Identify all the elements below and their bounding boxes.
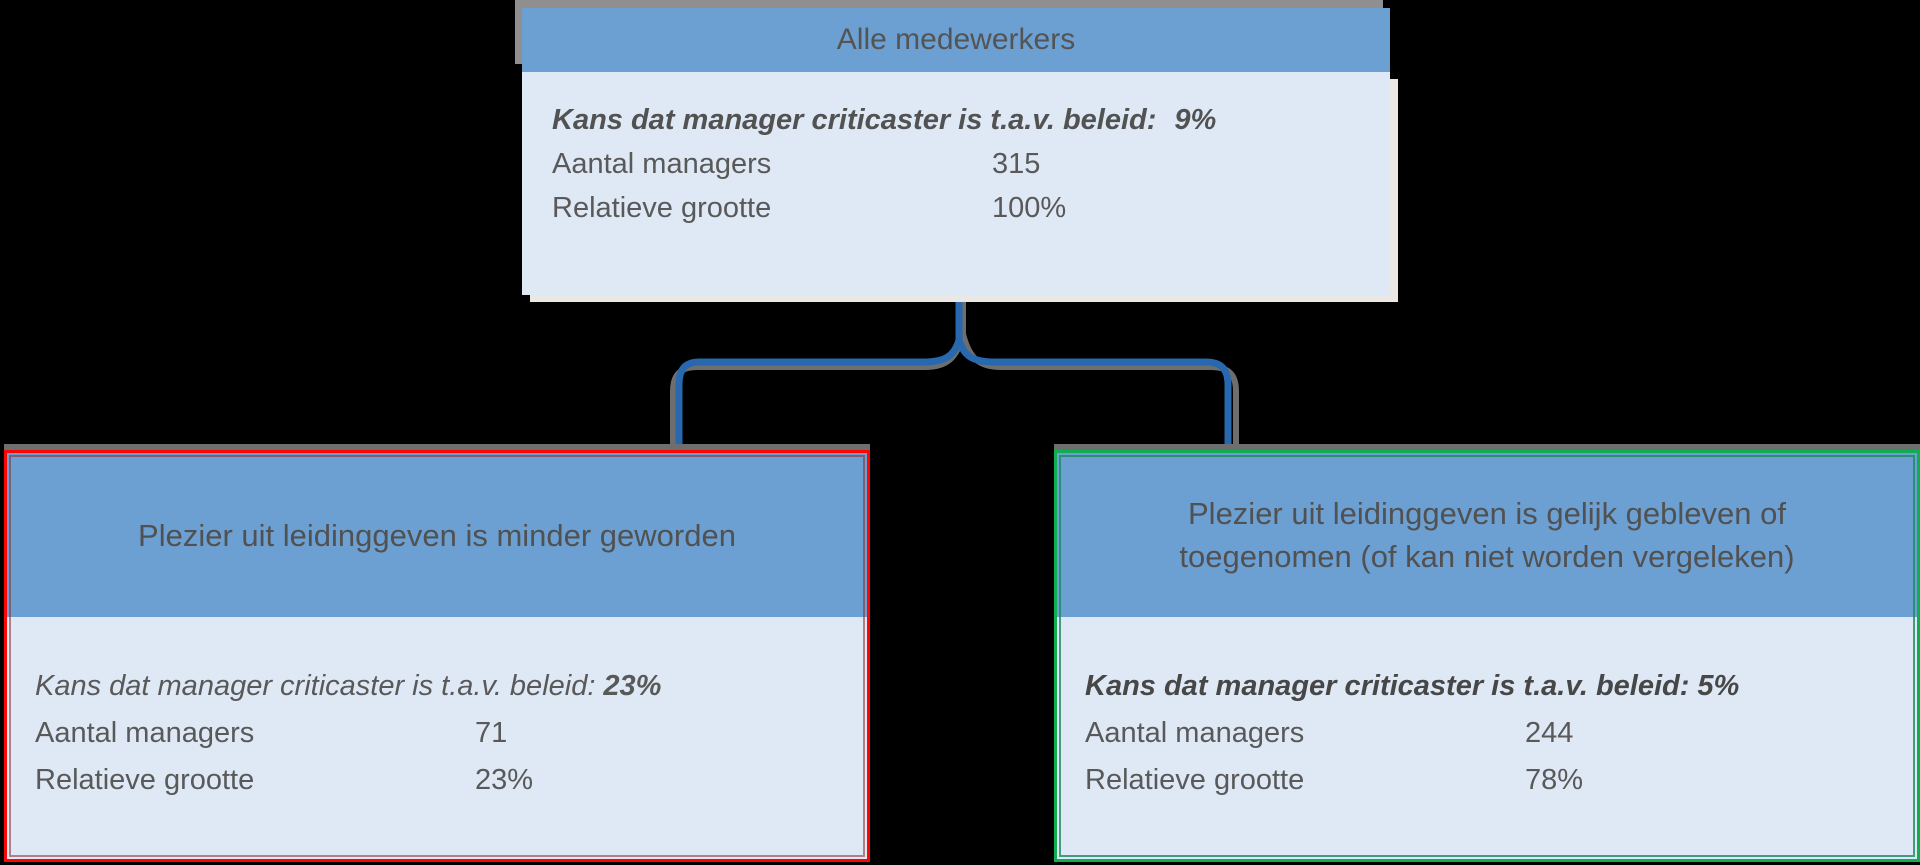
connector-shadow (670, 280, 1239, 452)
node-equal-or-more-pleasure: Plezier uit leidinggeven is gelijk geble… (1054, 450, 1920, 862)
node-all-employees: Alle medewerkers Kans dat manager critic… (522, 8, 1390, 295)
connector-line (675, 286, 1232, 452)
stat-row-managers: Aantal managers 71 (35, 710, 843, 757)
stat-label: Relatieve grootte (35, 764, 255, 796)
probability-label: Kans dat manager criticaster is t.a.v. b… (35, 670, 596, 702)
stat-value: 244 (1525, 717, 1574, 749)
stat-value: 315 (992, 148, 1041, 180)
node-title: Alle medewerkers (836, 23, 1076, 56)
stat-label: Aantal managers (552, 148, 772, 180)
stat-label: Aantal managers (1085, 717, 1305, 749)
stat-row-relative-size: Relatieve grootte 23% (35, 757, 843, 804)
stat-label: Relatieve grootte (1085, 764, 1305, 796)
node-equal-or-more-pleasure-header: Plezier uit leidinggeven is gelijk geble… (1057, 453, 1917, 617)
node-title: Plezier uit leidinggeven is minder gewor… (138, 517, 736, 553)
stat-label: Aantal managers (35, 717, 255, 749)
probability-value: 5% (1697, 670, 1740, 702)
probability-label: Kans dat manager criticaster is t.a.v. b… (552, 104, 1157, 136)
stat-label: Relatieve grootte (552, 192, 772, 224)
probability-value: 9% (1174, 104, 1217, 136)
node-less-pleasure-body: Kans dat manager criticaster is t.a.v. b… (7, 617, 867, 859)
node-all-employees-header: Alle medewerkers (522, 8, 1390, 72)
probability-label: Kans dat manager criticaster is t.a.v. b… (1085, 670, 1690, 702)
stat-row-managers: Aantal managers 244 (1085, 710, 1893, 757)
node-title: Plezier uit leidinggeven is gelijk geble… (1179, 496, 1795, 574)
node-all-employees-body: Kans dat manager criticaster is t.a.v. b… (522, 72, 1390, 295)
probability-line: Kans dat manager criticaster is t.a.v. b… (35, 663, 843, 710)
stat-value: 78% (1525, 764, 1584, 796)
node-less-pleasure-header: Plezier uit leidinggeven is minder gewor… (7, 453, 867, 617)
stat-row-relative-size: Relatieve grootte 100% (552, 186, 1362, 230)
probability-value: 23% (603, 670, 662, 702)
stat-row-managers: Aantal managers 315 (552, 142, 1362, 186)
probability-line: Kans dat manager criticaster is t.a.v. b… (552, 98, 1362, 142)
stat-value: 71 (475, 717, 508, 749)
probability-line: Kans dat manager criticaster is t.a.v. b… (1085, 663, 1893, 710)
node-less-pleasure: Plezier uit leidinggeven is minder gewor… (4, 450, 870, 862)
stat-row-relative-size: Relatieve grootte 78% (1085, 757, 1893, 804)
stat-value: 100% (992, 192, 1067, 224)
node-equal-or-more-pleasure-body: Kans dat manager criticaster is t.a.v. b… (1057, 617, 1917, 859)
stat-value: 23% (475, 764, 534, 796)
